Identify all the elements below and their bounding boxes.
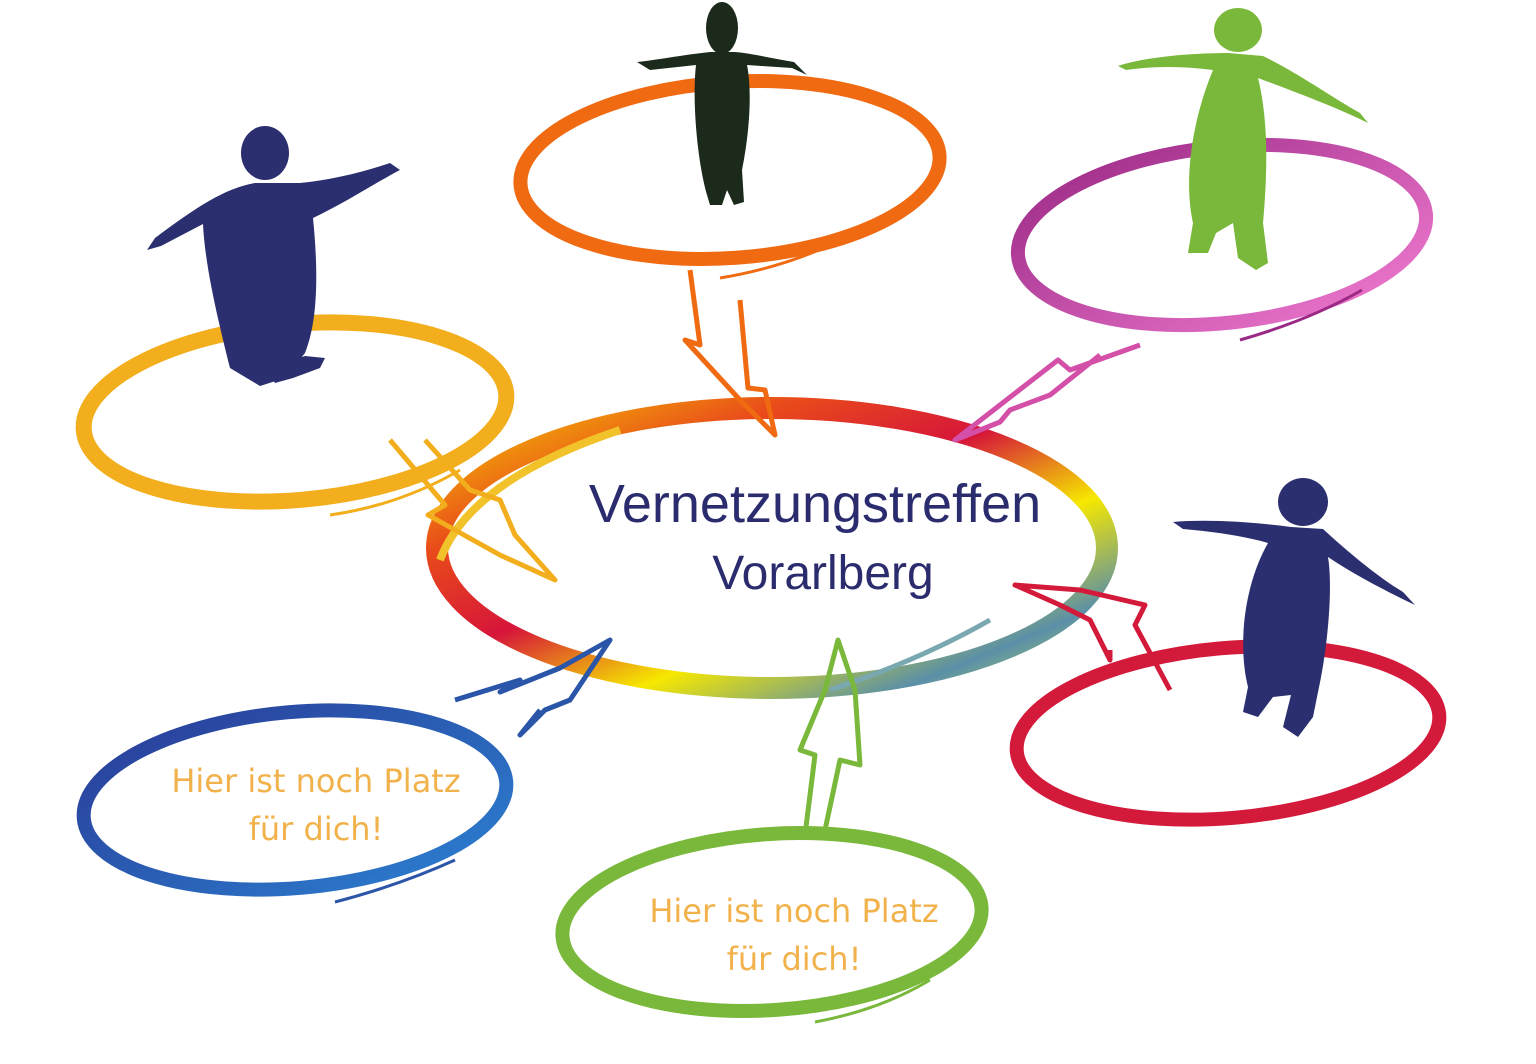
person-icon: [147, 126, 400, 386]
arrow-icon: [1012, 582, 1173, 692]
placeholder-text-line1: Hier ist noch Platz: [649, 892, 938, 930]
arrow-icon: [797, 637, 863, 836]
ring-green: [555, 826, 989, 1024]
person-icon: [1173, 478, 1415, 737]
ring-red: [1009, 639, 1447, 827]
person-icon: [1118, 8, 1368, 270]
center-title-line1: Vernetzungstreffen: [589, 474, 1041, 534]
placeholder-text-line2: für dich!: [727, 940, 862, 978]
center-title-line2: Vorarlberg: [712, 547, 933, 600]
arrow-icon: [952, 342, 1141, 443]
arrow-icon: [682, 269, 778, 438]
person-icon: [637, 2, 807, 205]
placeholder-text-line1: Hier ist noch Platz: [171, 762, 460, 800]
ring-blue: [76, 703, 514, 904]
arrow-icon: [454, 637, 613, 738]
arrow-icon: [388, 438, 558, 583]
placeholder-text-line2: für dich!: [249, 810, 384, 848]
